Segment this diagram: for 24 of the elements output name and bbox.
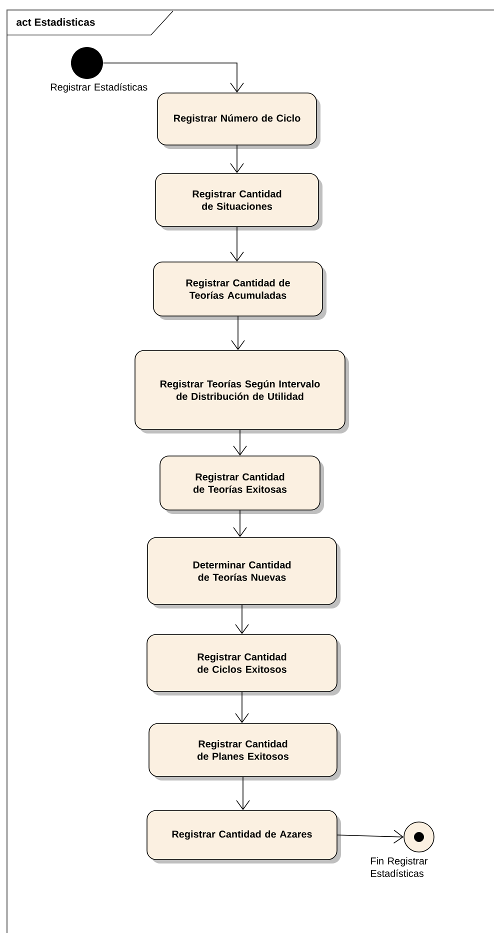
arrow [337, 830, 404, 844]
frame-title-tab: act Estadisticas [6, 10, 174, 36]
action-box: Registrar Cantidad de Teorías Exitosas [160, 456, 324, 514]
arrow [231, 316, 245, 350]
arrow [102, 62, 244, 93]
arrow [233, 510, 247, 538]
action-box: Registrar Cantidad de Teorías Acumuladas [153, 262, 326, 320]
arrow [235, 692, 249, 724]
action-box: Registrar Cantidad de Ciclos Exitosos [146, 634, 341, 696]
arrow [233, 430, 247, 456]
arrow [236, 776, 250, 810]
action-box: Registrar Cantidad de Situaciones [155, 173, 322, 230]
action-box: Registrar Teorías Según Intervalo de Distribución de Utilidad [134, 350, 349, 434]
action-box: Registrar Cantidad de Planes Exitosos [148, 723, 341, 780]
node-caption: Registrar Estadísticas [51, 83, 148, 93]
arrow [230, 145, 244, 174]
start-node [71, 47, 103, 79]
action-box: Registrar Cantidad de Azares [146, 810, 341, 864]
action-box: Registrar Número de Ciclo [157, 92, 320, 149]
node-caption: Fin Registrar Estadísticas [371, 857, 428, 877]
action-box: Determinar Cantidad de Teorías Nuevas [147, 537, 340, 608]
arrow [235, 604, 249, 634]
arrow [230, 226, 244, 262]
end-node [404, 822, 434, 852]
